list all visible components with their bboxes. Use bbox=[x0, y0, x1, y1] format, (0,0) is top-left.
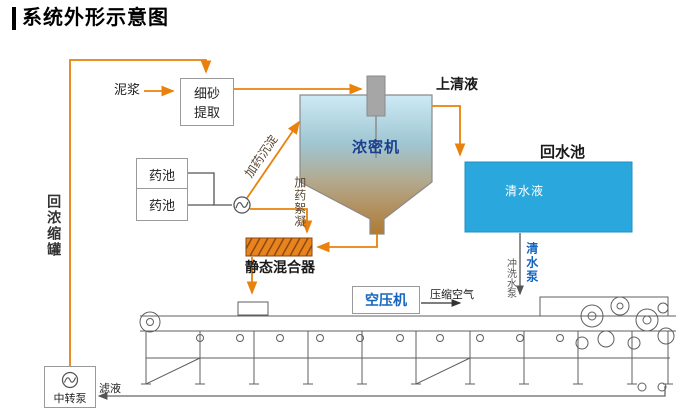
medicine-pool-box-2: 药池 bbox=[136, 188, 188, 221]
dosing-pump-symbol bbox=[233, 196, 251, 214]
clear-water-pump-label: 清水泵 bbox=[524, 242, 539, 284]
compressed-air-label: 压缩空气 bbox=[430, 289, 474, 301]
medicine-pool-box-1: 药池 bbox=[136, 158, 188, 191]
supernatant-line bbox=[432, 105, 466, 157]
air-compressor-box: 空压机 bbox=[352, 286, 420, 314]
page-title: 系统外形示意图 bbox=[12, 7, 169, 30]
static-mixer-label: 静态混合器 bbox=[245, 259, 315, 275]
sand-extraction-label-1: 细砂 bbox=[193, 86, 220, 101]
dosing-flocculation-label: 加药絮凝 bbox=[292, 176, 307, 228]
dosing-flocculation-line bbox=[250, 208, 313, 234]
static-mixer bbox=[245, 237, 313, 257]
medicine-pool-label-2: 药池 bbox=[148, 198, 175, 213]
return-pool-label: 回水池 bbox=[540, 144, 586, 161]
thickener-tank bbox=[299, 75, 433, 235]
filtrate-line bbox=[97, 386, 666, 400]
underflow-line bbox=[316, 234, 378, 253]
filtrate-label: 滤液 bbox=[99, 383, 121, 395]
sand-extraction-label-2: 提取 bbox=[193, 105, 220, 120]
mixer-motor bbox=[366, 75, 386, 117]
mud-label: 泥浆 bbox=[114, 82, 141, 97]
medicine-pool-label-1: 药池 bbox=[148, 168, 175, 183]
clear-water-label: 清水液 bbox=[505, 184, 545, 198]
return-loop-line bbox=[69, 59, 212, 366]
belt-filter-press bbox=[139, 296, 676, 392]
return-water-pool bbox=[464, 161, 633, 233]
sand-extraction-box: 细砂 提取 bbox=[180, 78, 234, 126]
wash-pump-label: 冲洗水泵 bbox=[504, 258, 516, 298]
utility-lines bbox=[97, 172, 666, 400]
transfer-pump-label: 中转泵 bbox=[53, 393, 87, 405]
air-compressor-label: 空压机 bbox=[365, 292, 407, 308]
supernatant-label: 上清液 bbox=[436, 76, 478, 92]
transfer-pump-box: 中转泵 bbox=[44, 366, 96, 408]
transfer-pump-symbol bbox=[61, 371, 79, 389]
dosing-sedimentation-line bbox=[246, 120, 301, 199]
thickener-label: 浓密机 bbox=[352, 139, 401, 156]
return-concentrate-tank-label: 回浓缩罐 bbox=[46, 194, 63, 258]
flow-lines bbox=[69, 59, 466, 366]
